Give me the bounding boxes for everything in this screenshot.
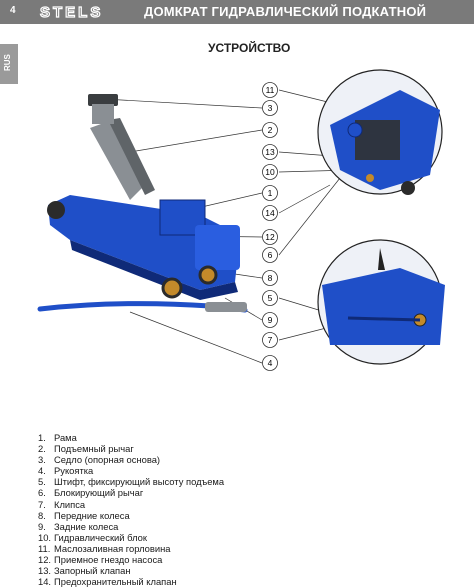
svg-text:6: 6 [268,250,273,260]
list-item: 14.Предохранительный клапан [38,576,177,587]
list-item: 7.Клипса [38,498,86,510]
svg-text:8: 8 [268,273,273,283]
parts-list: 1.Рама 2.Подъемный рычаг 3.Седло (опорна… [38,432,224,587]
list-item: 10.Гидравлический блок [38,531,147,543]
svg-text:14: 14 [265,208,275,218]
callout-6: 6 [262,247,278,263]
list-item: 11.Маслозаливная горловина [38,542,171,554]
svg-text:2: 2 [268,125,273,135]
callout-10: 10 [262,164,278,180]
language-tab: RUS [0,44,18,84]
list-item: 8.Передние колеса [38,509,130,521]
callout-14: 14 [262,205,278,221]
svg-text:13: 13 [265,147,275,157]
callout-4: 4 [262,355,278,371]
callout-8: 8 [262,270,278,286]
jack-diagram: 11 3 2 13 10 1 14 12 6 8 5 9 7 4 [37,69,445,371]
page-header: 4 STELS ДОМКРАТ ГИДРАВЛИЧЕСКИЙ ПОДКАТНОЙ [0,0,474,24]
svg-text:5: 5 [268,293,273,303]
callout-12: 12 [262,229,278,245]
callout-9: 9 [262,312,278,328]
callout-2: 2 [262,122,278,138]
svg-text:7: 7 [268,335,273,345]
callout-7: 7 [262,332,278,348]
page-number: 4 [10,5,16,16]
svg-text:STELS: STELS [40,4,103,21]
svg-text:4: 4 [268,358,273,368]
detail-circle-lock [317,239,445,365]
callout-1: 1 [262,185,278,201]
svg-text:11: 11 [266,85,275,95]
list-item: 1.Рама [38,432,77,443]
jack-illustration [37,94,248,313]
list-item: 2.Подъемный рычаг [38,443,134,455]
page-title: ДОМКРАТ ГИДРАВЛИЧЕСКИЙ ПОДКАТНОЙ [144,4,427,19]
list-item: 12.Приемное гнездо насоса [38,554,163,566]
callout-5: 5 [262,290,278,306]
section-title: УСТРОЙСТВО [208,41,291,55]
svg-text:9: 9 [268,315,273,325]
svg-text:3: 3 [268,103,273,113]
list-item: 6.Блокирующий рычаг [38,487,144,499]
list-item: 3.Седло (опорная основа) [38,454,161,466]
detail-circle-pump [317,69,443,195]
svg-text:1: 1 [268,188,273,198]
list-item: 13.Запорный клапан [38,565,131,577]
list-item: 5.Штифт, фиксирующий высоту подъема [38,476,225,488]
list-item: 9.Задние колеса [38,520,119,532]
callouts: 11 3 2 13 10 1 14 12 6 8 5 9 7 4 [262,82,278,371]
brand-logo: STELS [38,3,128,21]
svg-text:12: 12 [265,232,275,242]
callout-11: 11 [262,82,278,98]
callout-3: 3 [262,100,278,116]
callout-13: 13 [262,144,278,160]
svg-text:10: 10 [265,167,275,177]
list-item: 4.Рукоятка [38,465,94,477]
